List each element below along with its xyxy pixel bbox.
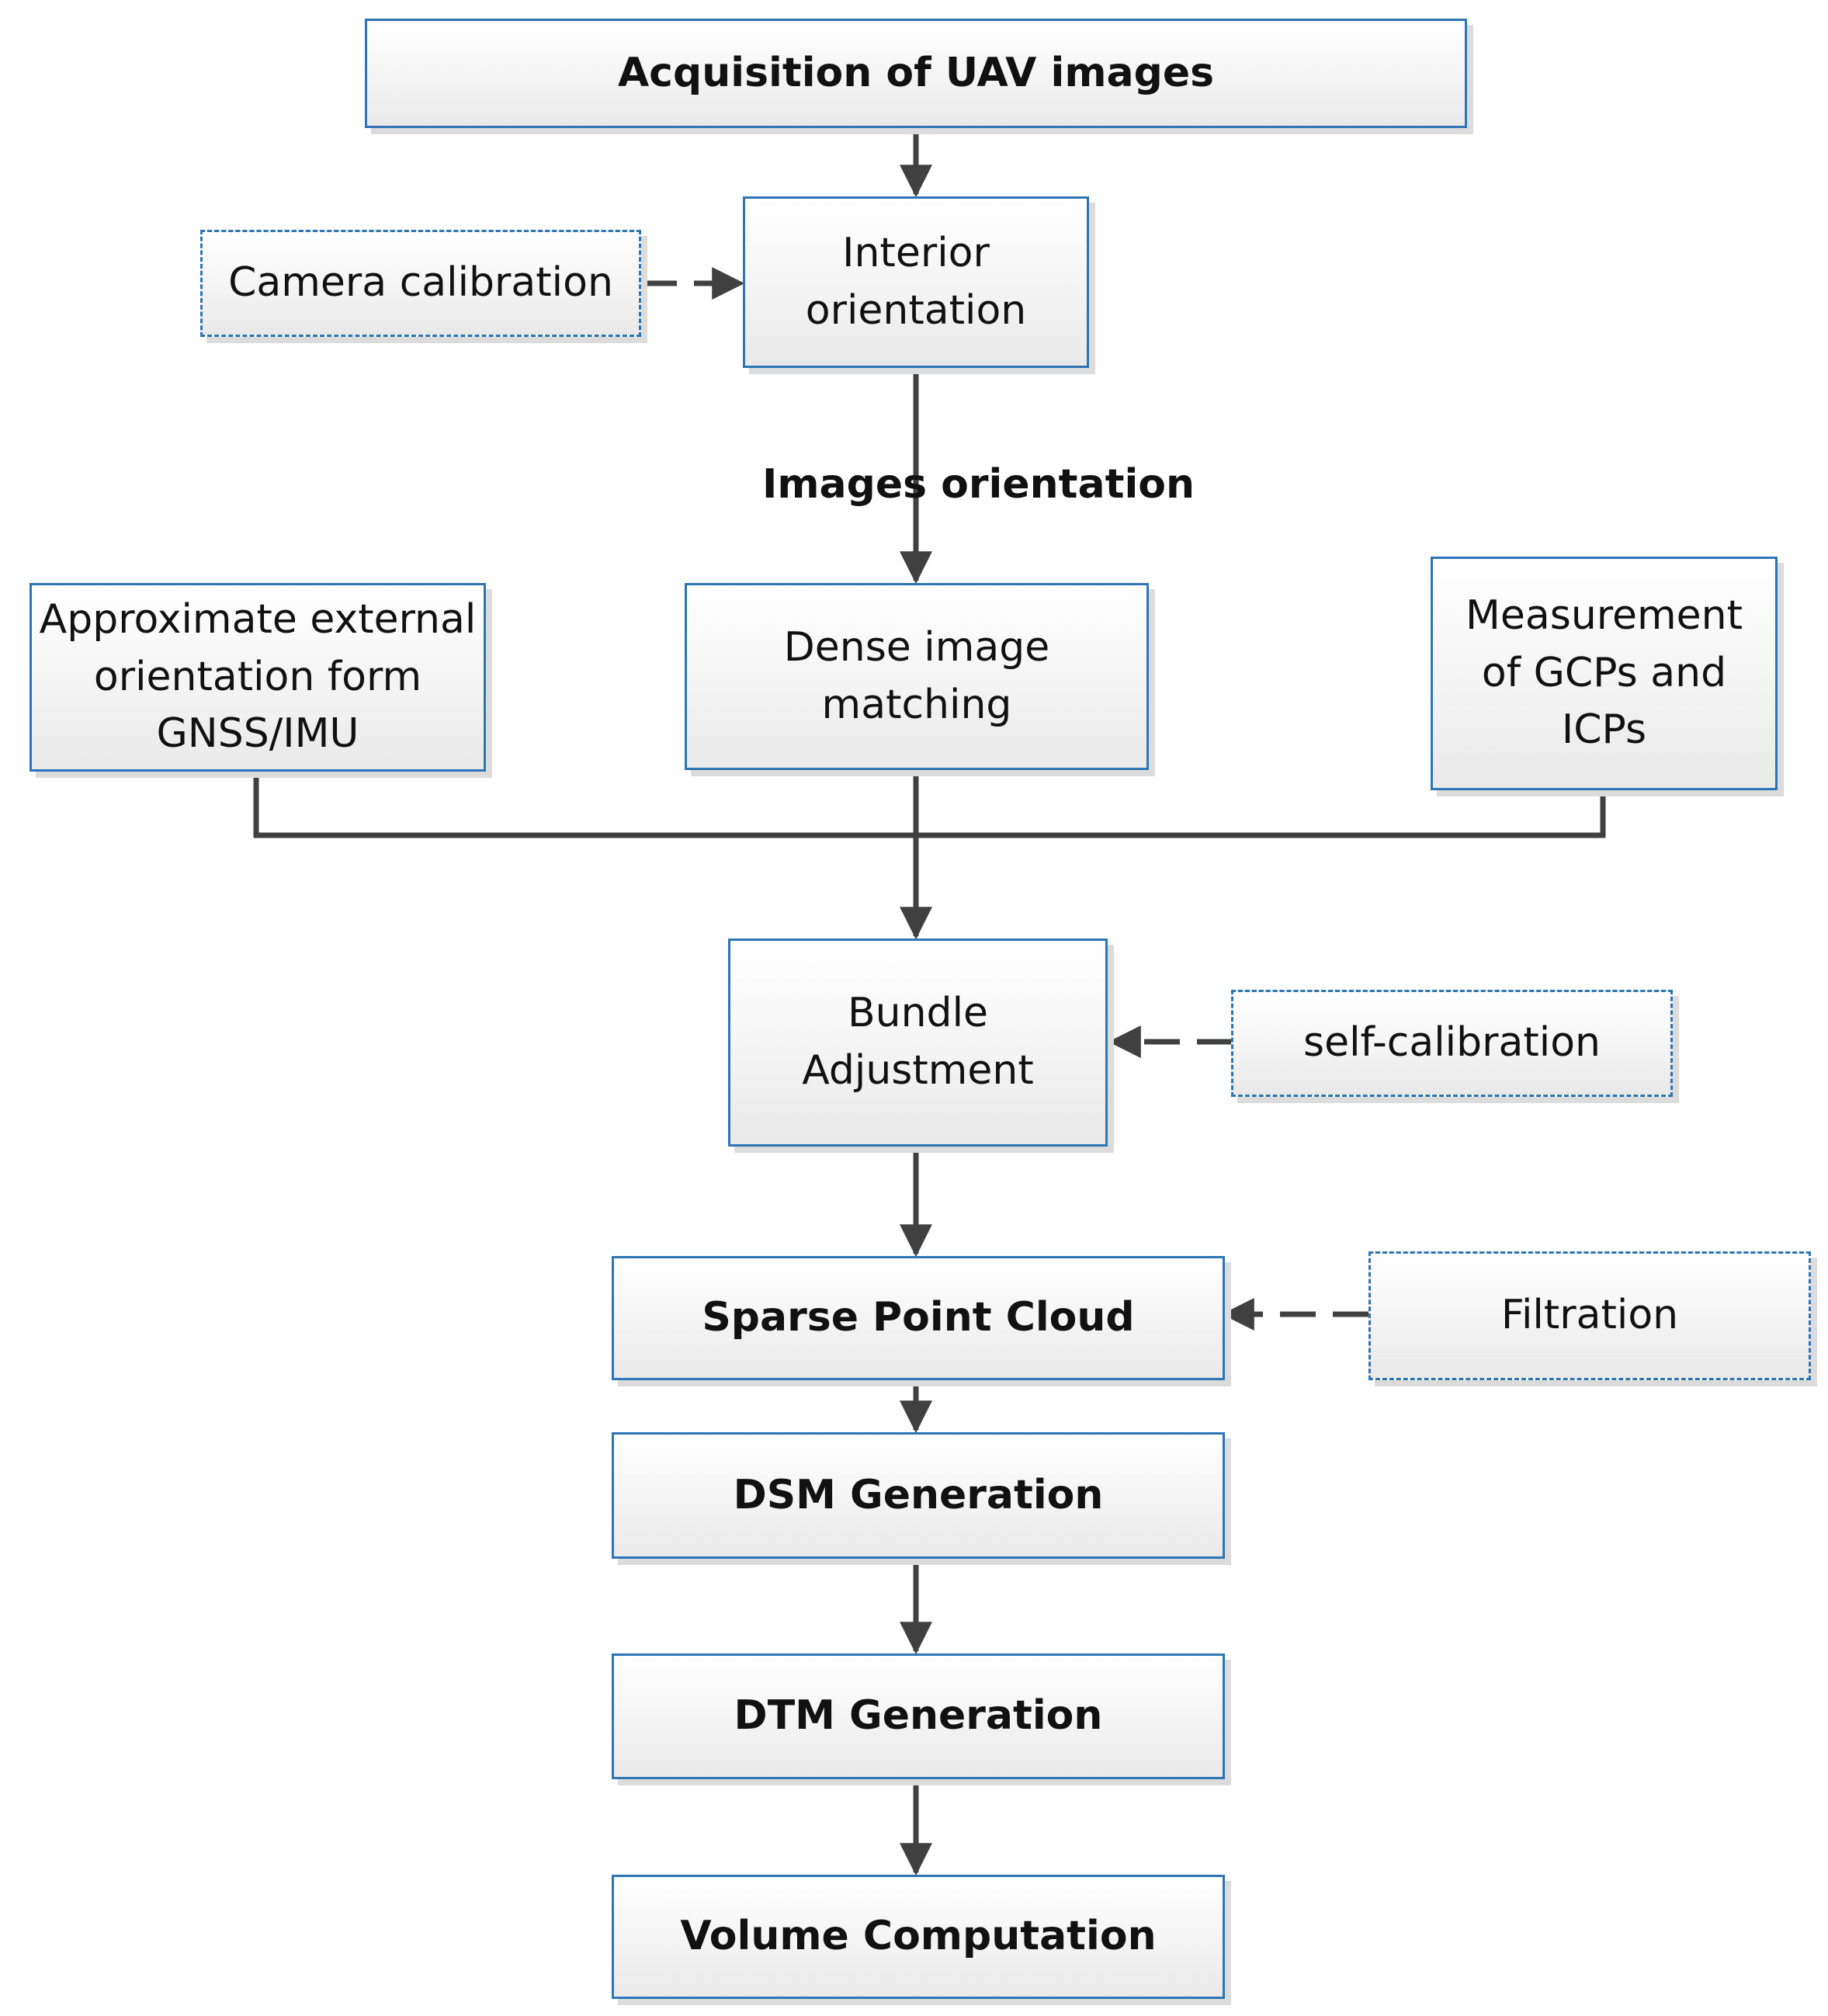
node-sparse-point-cloud: Sparse Point Cloud xyxy=(612,1256,1225,1380)
label-images-orientation: Images orientation xyxy=(762,461,1195,508)
node-filtration: Filtration xyxy=(1368,1251,1811,1380)
node-dtm-generation-label: DTM Generation xyxy=(734,1692,1103,1740)
node-volume-computation-label: Volume Computation xyxy=(680,1913,1157,1960)
node-approximate-external: Approximate external orientation form GN… xyxy=(29,583,486,772)
node-acquisition-label: Acquisition of UAV images xyxy=(617,49,1215,96)
node-bundle-adjustment: Bundle Adjustment xyxy=(728,939,1108,1147)
node-acquisition: Acquisition of UAV images xyxy=(365,19,1467,128)
node-volume-computation: Volume Computation xyxy=(612,1875,1225,1999)
node-measurement-gcps-label: Measurement of GCPs and ICPs xyxy=(1466,592,1743,754)
node-interior-orientation: Interior orientation xyxy=(743,196,1089,368)
node-interior-orientation-label: Interior orientation xyxy=(805,229,1027,334)
node-dsm-generation-label: DSM Generation xyxy=(733,1471,1104,1518)
node-approximate-external-label: Approximate external orientation form GN… xyxy=(39,595,477,758)
node-dense-matching-label: Dense image matching xyxy=(783,623,1050,728)
node-camera-calibration-label: Camera calibration xyxy=(228,259,613,307)
node-self-calibration: self-calibration xyxy=(1231,990,1673,1097)
node-bundle-adjustment-label: Bundle Adjustment xyxy=(802,990,1034,1094)
node-filtration-label: Filtration xyxy=(1500,1292,1679,1339)
node-dsm-generation: DSM Generation xyxy=(612,1432,1225,1559)
node-sparse-point-cloud-label: Sparse Point Cloud xyxy=(702,1294,1135,1341)
node-measurement-gcps: Measurement of GCPs and ICPs xyxy=(1431,557,1778,790)
node-dtm-generation: DTM Generation xyxy=(612,1653,1225,1779)
node-self-calibration-label: self-calibration xyxy=(1303,1019,1601,1067)
node-camera-calibration: Camera calibration xyxy=(200,230,641,337)
node-dense-matching: Dense image matching xyxy=(685,583,1149,770)
